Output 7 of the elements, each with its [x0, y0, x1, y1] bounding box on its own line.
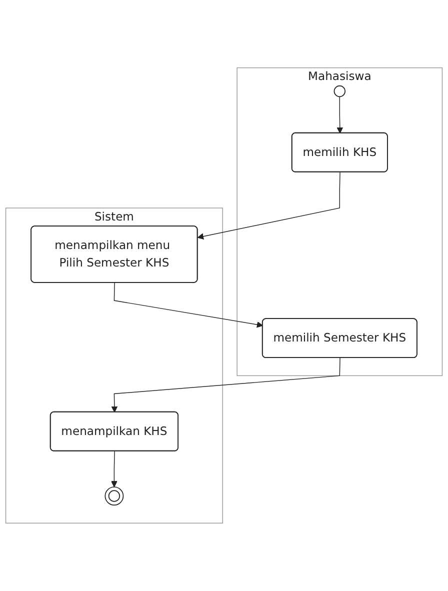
arrow: [336, 96, 344, 134]
arrow: [197, 172, 340, 240]
node-circle: [334, 85, 346, 98]
arrow: [111, 358, 340, 412]
arrow: [114, 282, 264, 328]
node-bullseye: [104, 486, 124, 506]
arrow: [111, 450, 118, 488]
